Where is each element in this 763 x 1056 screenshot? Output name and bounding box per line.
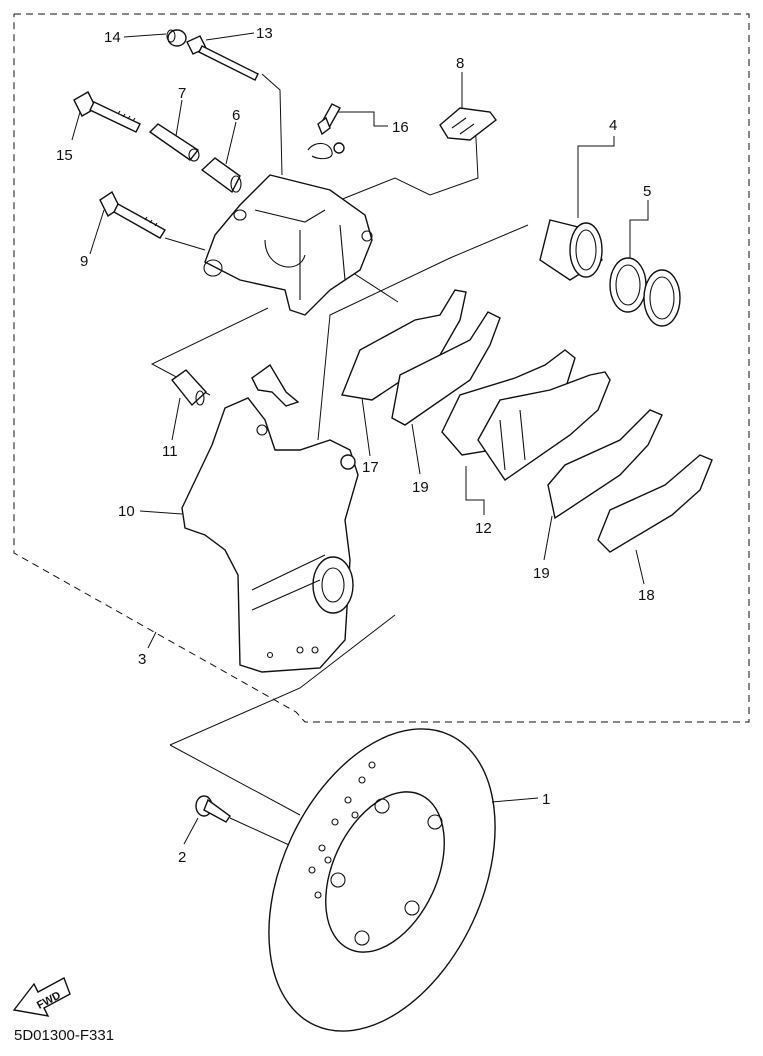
callout-1: 1 xyxy=(542,791,550,808)
callout-15: 15 xyxy=(56,147,73,164)
callout-13: 13 xyxy=(256,25,273,42)
callout-18: 18 xyxy=(638,587,655,604)
callout-4: 4 xyxy=(609,117,617,134)
part-18-shim xyxy=(597,454,713,553)
retainer-clip xyxy=(251,363,300,407)
part-10-bracket xyxy=(181,397,359,673)
callout-2: 2 xyxy=(178,849,186,866)
diagram-code: 5D01300-F331 xyxy=(14,1027,114,1044)
callout-6: 6 xyxy=(232,107,240,124)
part-12-brake-pads xyxy=(441,349,611,481)
part-15-bolt xyxy=(73,91,141,133)
callout-7: 7 xyxy=(178,85,186,102)
callout-11: 11 xyxy=(162,443,178,460)
part-19-pad-shim-lower xyxy=(547,409,663,520)
callout-leaders xyxy=(71,32,649,845)
callout-9: 9 xyxy=(80,253,88,270)
callout-8: 8 xyxy=(456,55,464,72)
callout-labels: 14 13 8 7 6 16 15 4 5 9 11 17 19 10 12 1… xyxy=(56,25,655,866)
part-19-pad-shim-upper xyxy=(391,311,501,426)
part-4-piston xyxy=(539,219,603,281)
part-13-pin xyxy=(186,35,259,81)
callout-3: 3 xyxy=(138,651,146,668)
part-7-sleeve xyxy=(148,123,200,162)
callout-10: 10 xyxy=(118,503,135,520)
callout-14: 14 xyxy=(104,29,121,46)
part-8-pad-spring xyxy=(439,107,497,141)
part-1-brake-disc xyxy=(268,728,496,1032)
caliper-body xyxy=(203,174,373,316)
fwd-arrow-icon: FWD xyxy=(12,977,71,1017)
part-2-disc-bolt xyxy=(195,795,231,823)
part-9-bolt xyxy=(99,190,166,239)
callout-16: 16 xyxy=(392,119,409,136)
callout-19-lower: 19 xyxy=(533,565,550,582)
caliper-assembly-boundary xyxy=(13,13,750,723)
part-16-bleed-screw xyxy=(307,103,345,160)
callout-17: 17 xyxy=(362,459,379,476)
callout-5: 5 xyxy=(643,183,651,200)
part-5-seals xyxy=(609,257,681,327)
part-14-cap xyxy=(166,29,187,47)
callout-12: 12 xyxy=(475,520,492,537)
part-6-boot xyxy=(200,157,242,194)
part-11-boot xyxy=(170,369,207,407)
callout-19-upper: 19 xyxy=(412,479,429,496)
